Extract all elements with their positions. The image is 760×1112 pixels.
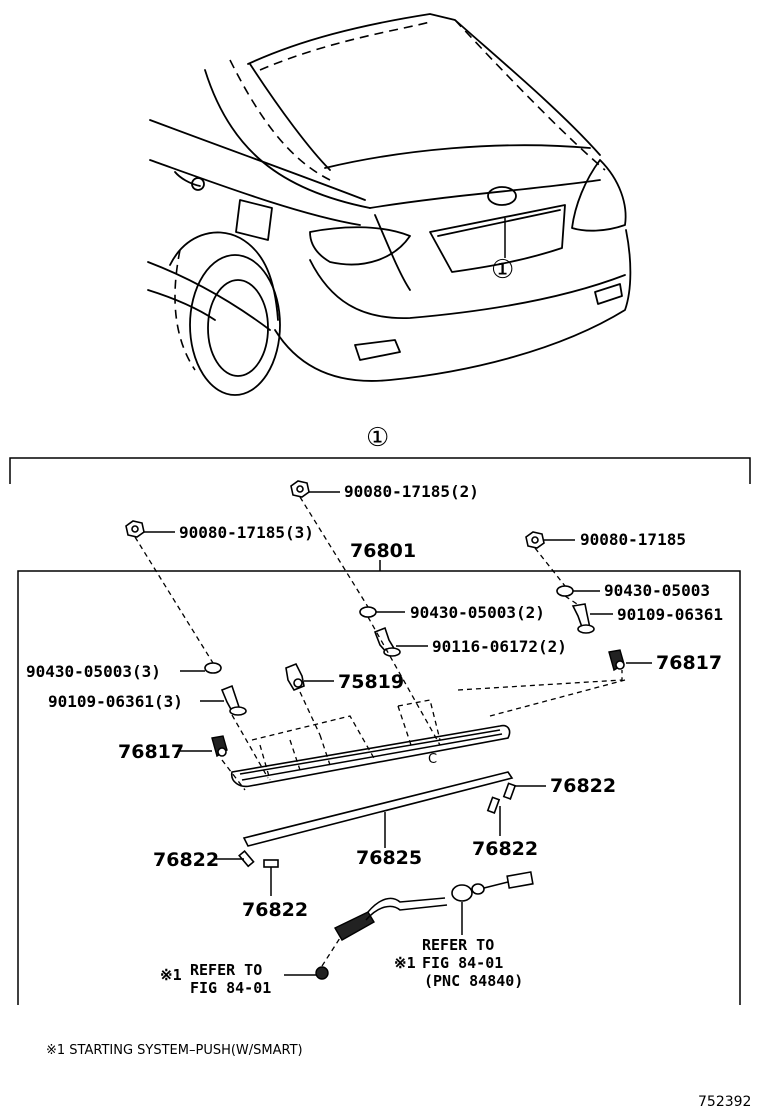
label-washer-left: 90430-05003(3) xyxy=(26,662,161,681)
label-moulding-strip: 76825 xyxy=(356,847,422,869)
label-tape-left-lower: 76822 xyxy=(242,899,308,921)
label-tape-right-lower: 76822 xyxy=(472,838,538,860)
push-switch-assembly xyxy=(315,871,534,980)
car-rear-illustration xyxy=(147,13,632,396)
label-clip-left: 76817 xyxy=(118,741,184,763)
label-bolt-left: 90109-06361(3) xyxy=(48,692,183,711)
label-washer-center: 90430-05003(2) xyxy=(410,603,545,622)
ref-right-line1: REFER TO xyxy=(422,936,494,954)
assembly-dashed-lines xyxy=(134,496,626,791)
label-tape-left-upper: 76822 xyxy=(153,849,219,871)
group-callout-number: ① xyxy=(366,423,389,453)
label-nut-center: 90080-17185(2) xyxy=(344,482,479,501)
label-garnish-assembly: 76801 xyxy=(350,540,416,562)
svg-text:C: C xyxy=(428,752,437,767)
label-tape-right-upper: 76822 xyxy=(550,775,616,797)
label-bolt-center: 90116-06172(2) xyxy=(432,637,567,656)
ref-right-line2: FIG 84-01 xyxy=(422,954,503,972)
ref-left-line2: FIG 84-01 xyxy=(190,979,271,997)
label-nut-left: 90080-17185(3) xyxy=(179,523,314,542)
assembly-box xyxy=(17,570,741,1005)
fastener-shapes xyxy=(125,480,625,868)
label-bolt-right: 90109-06361 xyxy=(617,605,723,624)
group-bracket xyxy=(9,457,751,484)
car-callout-number: ① xyxy=(491,255,514,285)
figure-code: 752392 xyxy=(698,1094,751,1110)
footnote: ※1 STARTING SYSTEM–PUSH(W/SMART) xyxy=(46,1043,303,1058)
label-nut-right: 90080-17185 xyxy=(580,530,686,549)
leader-lines xyxy=(144,491,652,976)
label-clip-center: 75819 xyxy=(338,671,404,693)
ref-left-mark: ※1 xyxy=(160,966,182,984)
ref-left-line1: REFER TO xyxy=(190,961,262,979)
label-clip-right: 76817 xyxy=(656,652,722,674)
label-washer-right: 90430-05003 xyxy=(604,581,710,600)
ref-right-mark: ※1 xyxy=(394,954,416,972)
garnish-shapes: C xyxy=(230,724,514,847)
ref-right-line3: (PNC 84840) xyxy=(424,972,523,990)
